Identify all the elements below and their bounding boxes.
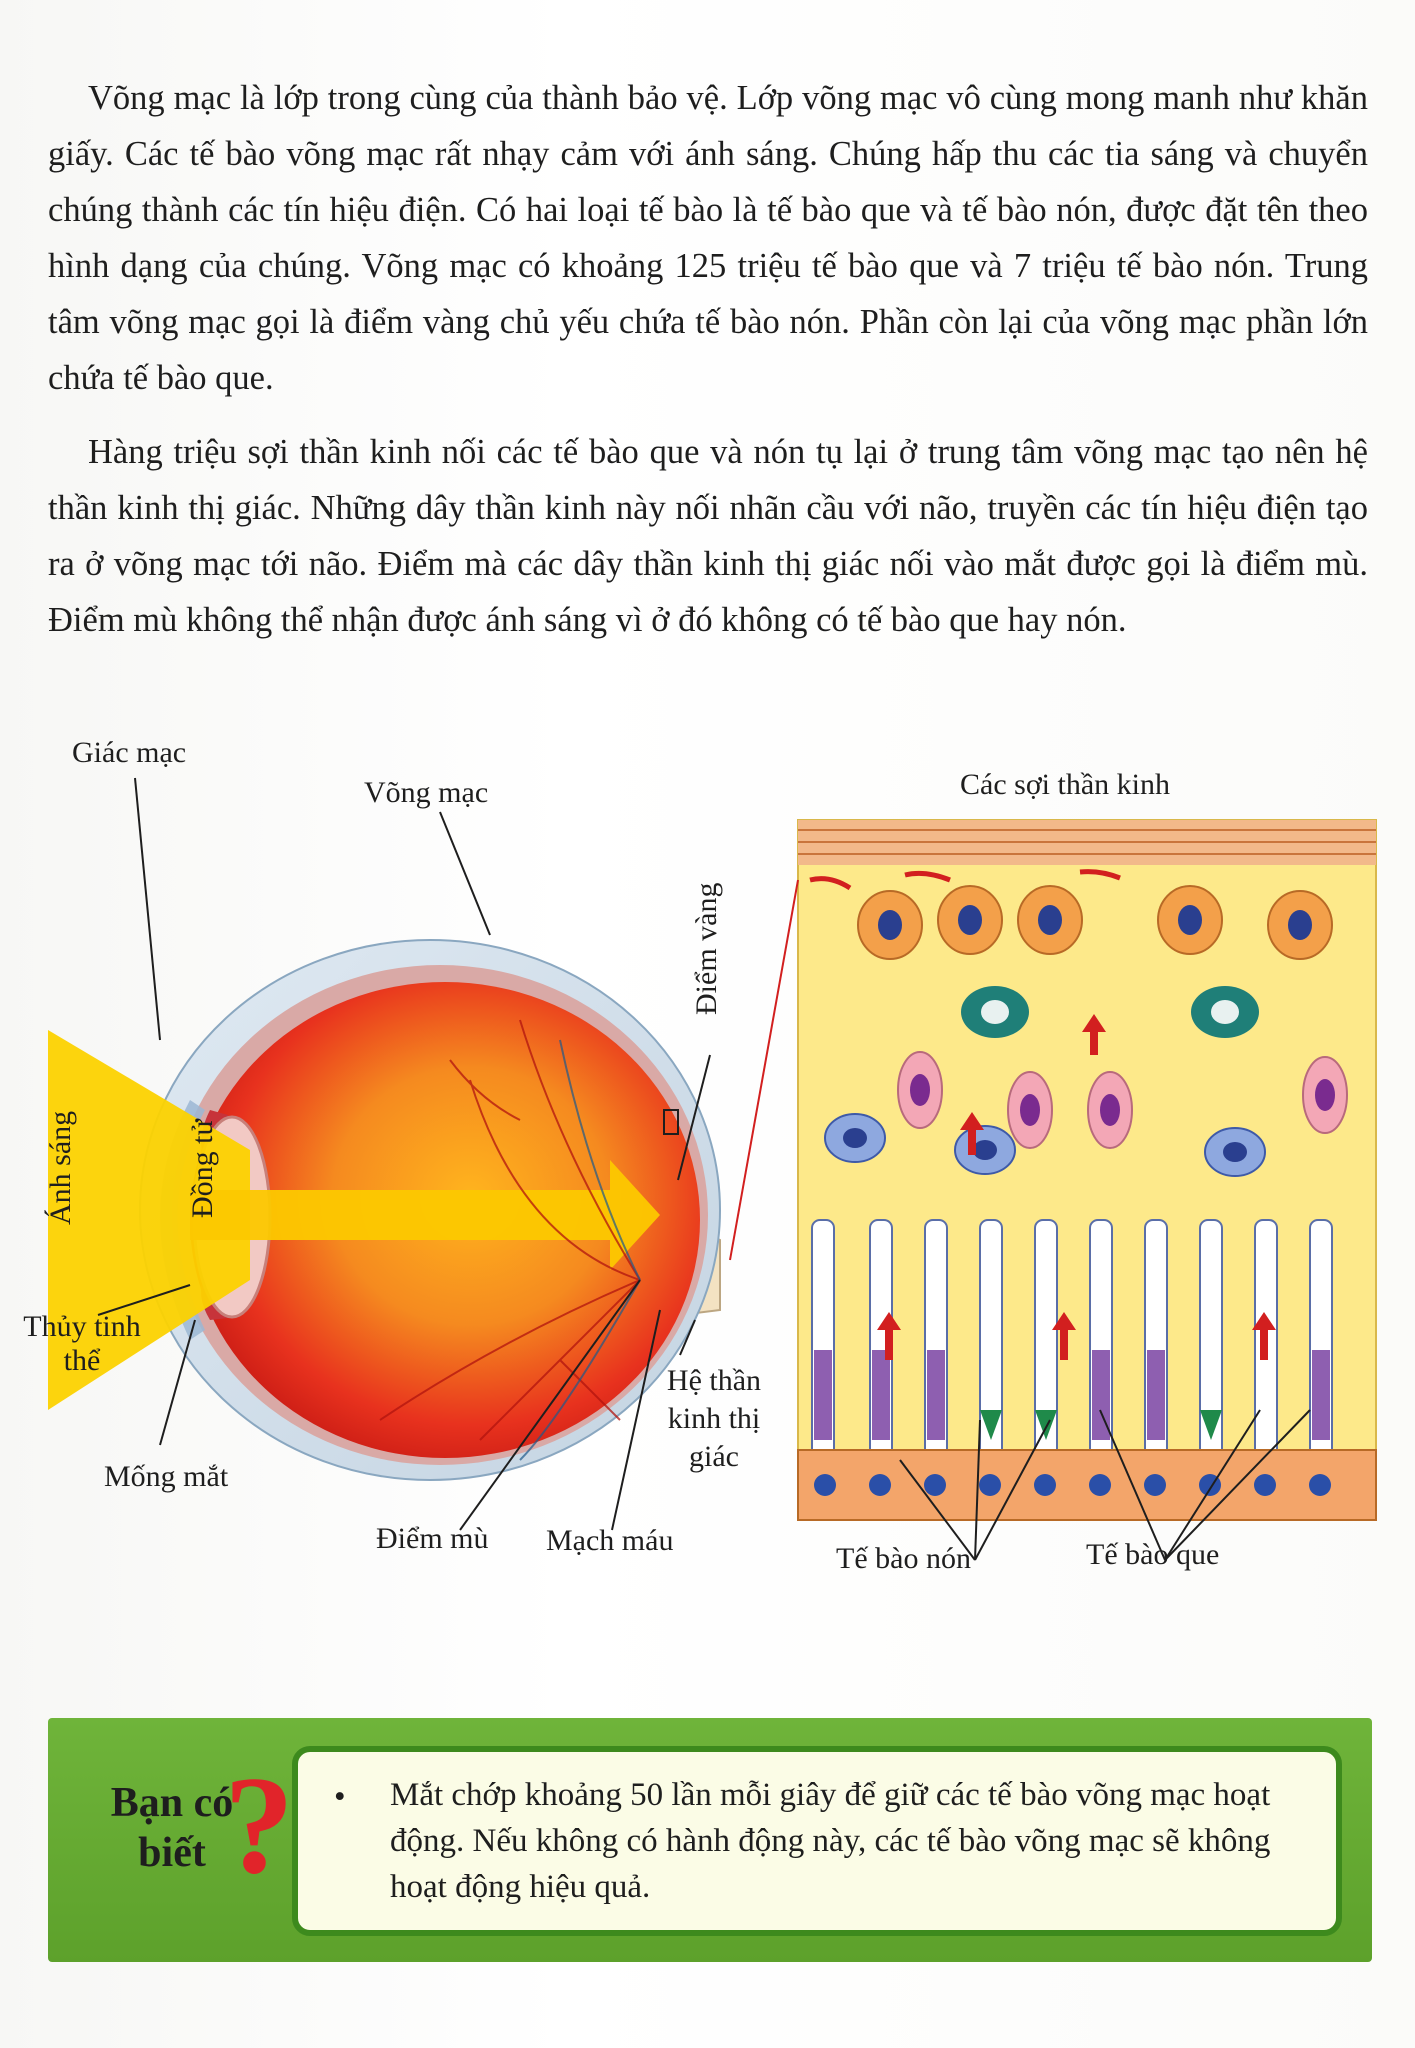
paragraph-retina: Võng mạc là lớp trong cùng của thành bảo…: [48, 70, 1368, 406]
did-you-know-title-line: Bạn có: [110, 1780, 234, 1826]
macula-marker: [663, 1109, 679, 1135]
label-nerve-fibers: Các sợi thần kinh: [960, 768, 1170, 801]
eye-figure: Giác mạc Võng mạc Điểm vàng Ánh sáng Đồn…: [0, 720, 1415, 1600]
eye-cross-section-illustration: [48, 777, 721, 1531]
label-optic-nerve-line: Hệ thần: [666, 1364, 762, 1397]
label-light: Ánh sáng: [44, 1110, 77, 1225]
label-lens: Thủy tinh thể: [20, 1310, 144, 1378]
label-retina: Võng mạc: [364, 776, 489, 809]
label-optic-nerve-line: giác: [689, 1440, 739, 1473]
label-macula: Điểm vàng: [690, 882, 723, 1015]
label-blind-spot: Điểm mù: [376, 1522, 489, 1555]
label-lens-line: thể: [63, 1344, 101, 1377]
bullet-icon: •: [334, 1779, 346, 1815]
did-you-know-title-line: biết: [138, 1830, 206, 1876]
label-cone-cells: Tế bào nón: [836, 1542, 971, 1575]
did-you-know-title: Bạn có biết: [72, 1778, 272, 1878]
label-blood-vessel: Mạch máu: [546, 1524, 674, 1557]
did-you-know-box: Bạn có biết ? • Mắt chớp khoảng 50 lần m…: [48, 1718, 1372, 1962]
label-cornea: Giác mạc: [72, 736, 187, 769]
light-beam-shape: [190, 1160, 660, 1270]
paragraph-text: Võng mạc là lớp trong cùng của thành bảo…: [48, 79, 1368, 397]
label-optic-nerve-line: kinh thị: [667, 1402, 761, 1435]
ganglion-cells: [857, 885, 1333, 960]
question-mark-icon: ?: [224, 1748, 294, 1903]
retina-cells-illustration: [797, 819, 1377, 1561]
paragraph-optic-nerve: Hàng triệu sợi thần kinh nối các tế bào …: [48, 424, 1368, 648]
paragraph-text: Hàng triệu sợi thần kinh nối các tế bào …: [48, 433, 1368, 639]
label-iris: Mống mắt: [104, 1460, 229, 1493]
did-you-know-content: • Mắt chớp khoảng 50 lần mỗi giây để giữ…: [292, 1746, 1342, 1936]
label-pupil: Đồng tử: [186, 1119, 219, 1218]
label-optic-nerve: Hệ thần kinh thị giác: [652, 1362, 776, 1476]
label-lens-line: Thủy tinh: [23, 1310, 141, 1343]
did-you-know-text: Mắt chớp khoảng 50 lần mỗi giây để giữ c…: [390, 1777, 1271, 1905]
zoom-connector: [729, 879, 799, 1261]
label-rod-cells: Tế bào que: [1086, 1538, 1220, 1571]
